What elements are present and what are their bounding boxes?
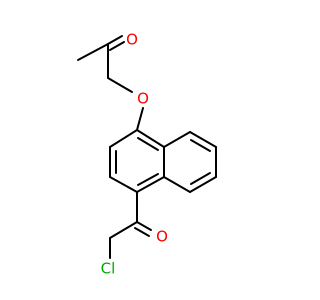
- bond-ring-a6: [136, 129, 165, 148]
- bond-ring-b4-inner: [190, 172, 211, 185]
- bond-ring-b2-inner: [190, 139, 211, 152]
- molecule-structure-diagram: O O O Cl: [77, 31, 217, 278]
- bond-ring-b1: [163, 131, 191, 148]
- bond-methyl-carbonyl: [77, 43, 109, 61]
- bond-carbonyl-ch2cl: [109, 221, 138, 239]
- bond-ch2-ether: [107, 77, 133, 93]
- bond-ring-a4: [136, 176, 165, 193]
- bond-ring-a4-inner: [137, 173, 159, 186]
- bond-ring-b4: [189, 176, 217, 193]
- bond-ether-ring: [136, 107, 144, 131]
- bond-carbonyl-double-b: [109, 41, 125, 51]
- bond-ring-a3: [109, 176, 138, 193]
- bond-ring-a6-inner: [137, 137, 159, 151]
- bond-ring-b2: [189, 131, 217, 148]
- bond-carbonyl2-double-b: [134, 227, 150, 237]
- bond-ring-a1: [109, 129, 138, 148]
- bond-carbonyl2-double-a: [136, 221, 152, 231]
- atom-label-chlorine: Cl: [101, 260, 116, 278]
- atom-label-oxygen-ketone-bottom: O: [156, 228, 168, 246]
- atom-label-oxygen-ether: O: [137, 90, 149, 108]
- bond-ring-b5: [163, 176, 191, 193]
- bond-carbonyl-double-a: [107, 35, 123, 45]
- atom-label-oxygen-ketone-top: O: [126, 31, 138, 49]
